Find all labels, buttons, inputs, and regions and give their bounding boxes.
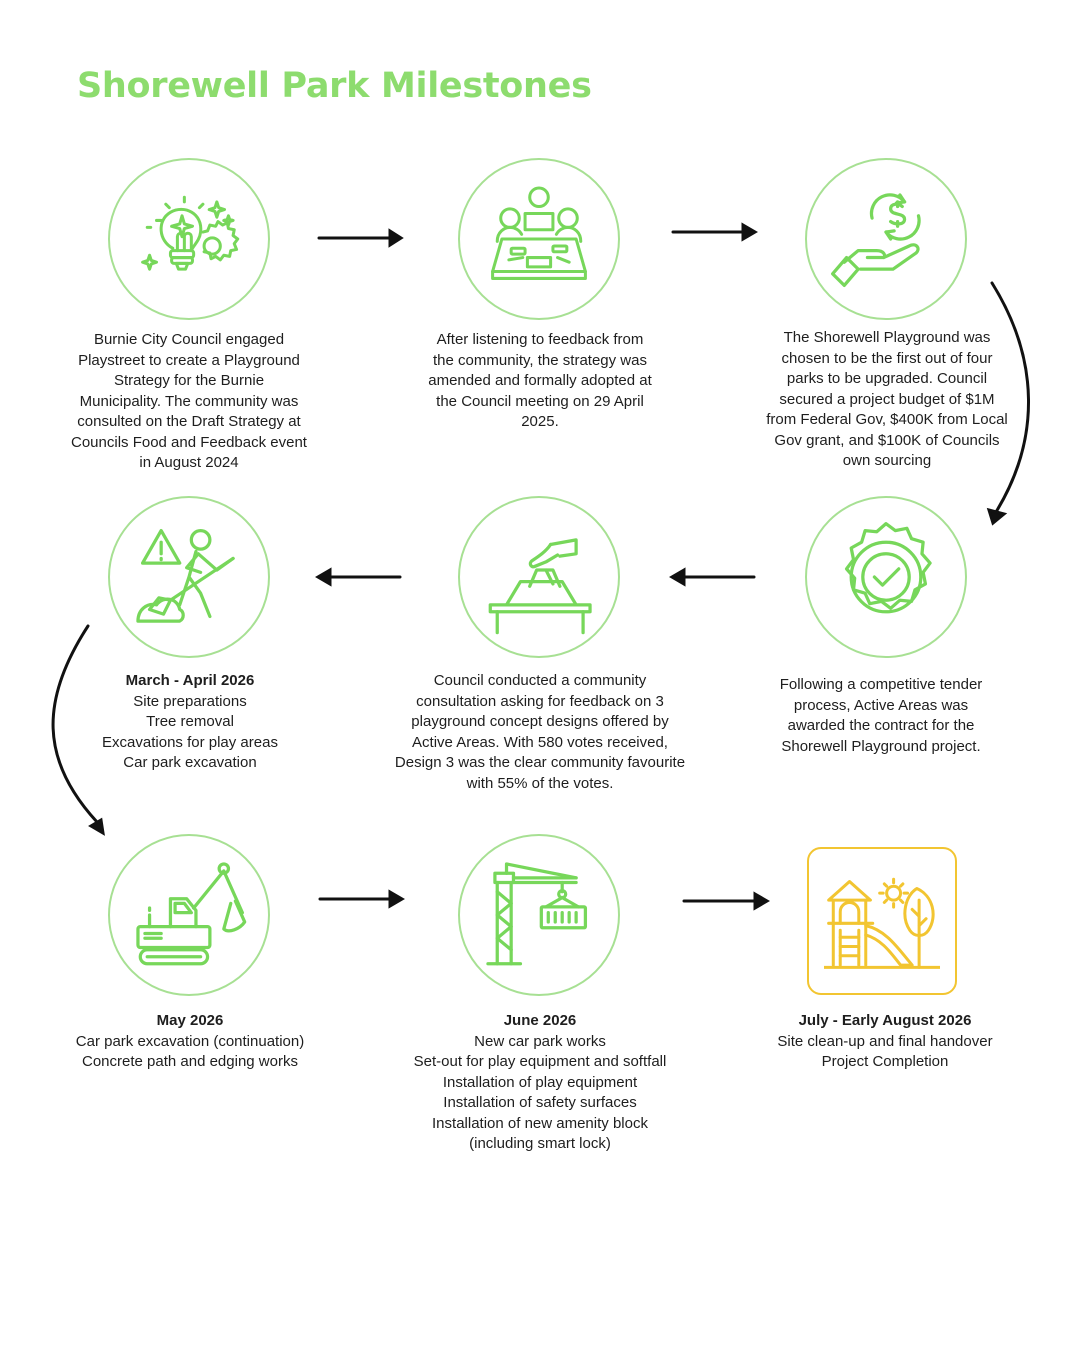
step-1-text: Burnie City Council engaged Playstreet t…	[71, 331, 307, 471]
meeting-table-icon	[491, 186, 587, 280]
step-5-icon-circle	[458, 496, 620, 658]
step-7-icon-circle	[108, 834, 270, 996]
tower-crane-icon	[486, 862, 588, 966]
arrow-step1-to-step2	[317, 228, 404, 248]
step-2-icon-circle	[458, 158, 620, 320]
step-6-icon-circle	[108, 496, 270, 658]
step-6-text: March - April 2026 Site preparations Tre…	[102, 672, 278, 771]
step-7-text: May 2026 Car park excavation (continuati…	[75, 1012, 305, 1070]
step-4-text: Following a competitive tender process, …	[779, 676, 983, 755]
step-8-text: June 2026 New car park works Set-out for…	[413, 1012, 667, 1152]
playground-icon	[824, 877, 940, 969]
hand-money-icon	[831, 193, 921, 288]
page-title: Shorewell Park Milestones	[77, 66, 592, 106]
step-8-icon-circle	[458, 834, 620, 996]
arrow-step7-to-step8	[318, 889, 405, 909]
step-9-text: July - Early August 2026 Site clean-up a…	[777, 1012, 993, 1070]
step-3-text: The Shorewell Playground was chosen to b…	[766, 329, 1008, 469]
arrow-step2-to-step3	[671, 222, 758, 242]
construction-worker-icon	[136, 528, 235, 623]
lightbulb-gear-icon	[141, 195, 240, 271]
step-1-icon-circle	[108, 158, 270, 320]
step-3-icon-circle	[805, 158, 967, 320]
arrow-step8-to-step9	[682, 891, 770, 911]
step-2-text: After listening to feedback from the com…	[428, 331, 652, 430]
step-5-text: Council conducted a community consultati…	[394, 672, 686, 792]
approved-badge-icon	[844, 522, 932, 614]
arrow-step5-to-step6	[315, 567, 402, 587]
ballot-box-icon	[488, 538, 592, 635]
step-4-icon-circle	[805, 496, 967, 658]
arrow-step4-to-step5	[669, 567, 756, 587]
excavator-icon	[136, 862, 247, 966]
step-9-icon-box	[807, 847, 957, 995]
